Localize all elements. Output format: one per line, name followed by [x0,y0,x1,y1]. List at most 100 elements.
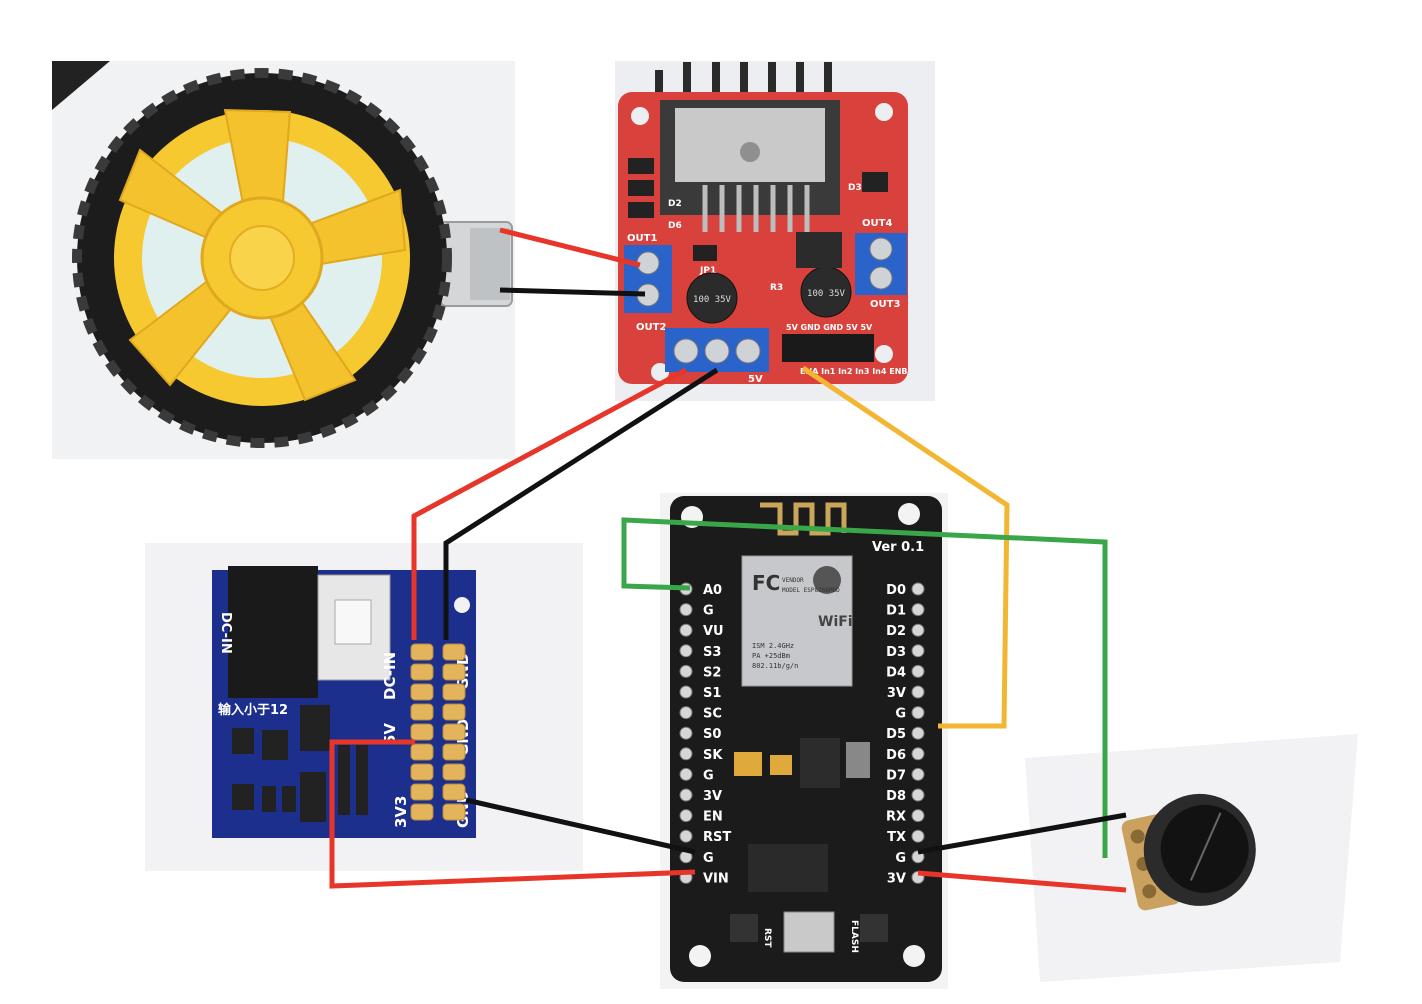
driver-power-screw-gnd [704,338,730,364]
wire-motor-black [499,287,646,297]
nodemcu-pin-label-right: 3V [887,871,906,886]
nodemcu-pin-right [911,603,925,617]
nodemcu-pin-left [679,706,693,720]
nodemcu-chip-wifi: WiFi [818,614,853,630]
nodemcu-pcb-antenna [760,502,847,536]
wire-motor-red [499,227,641,268]
power-header-pin [410,703,434,721]
power-header-pin [410,743,434,761]
nodemcu-pin-label-left: RST [703,830,731,845]
nodemcu-smd-parts [730,738,888,953]
nodemcu-pin-label-right: D5 [886,727,906,742]
driver-capacitor-left [686,272,738,324]
nodemcu-pin-label-left: S3 [703,645,721,660]
nodemcu-pin-label-right: TX [887,830,906,845]
nodemcu-pin-right [911,726,925,740]
power-smd-parts [232,705,368,822]
nodemcu-pin-right [911,664,925,678]
nodemcu-pin-right [911,582,925,596]
nodemcu-pin-label-right: G [895,707,906,722]
power-header-pin [410,783,434,801]
nodemcu-pin-label-left: EN [703,810,723,825]
power-header-pin [442,643,466,661]
power-header-pin [442,783,466,801]
nodemcu-pin-left [679,603,693,617]
driver-label-5v: 5V [748,374,763,385]
nodemcu-pin-label-left: SK [703,748,723,763]
nodemcu-pin-right [911,788,925,802]
wire-nodemcu-3v-to-potentiometer [917,870,1127,893]
power-label-dc-in-side: DC-IN [218,612,233,654]
nodemcu-chip-line2: PA +25dBm [752,652,790,660]
nodemcu-chip-logo [813,566,841,594]
wire-nodemcu-g-to-potentiometer [917,812,1127,855]
driver-mount-hole-br [875,345,893,363]
driver-label-out2: OUT2 [636,322,666,333]
nodemcu-chip-line1: ISM 2.4GHz [752,642,794,650]
nodemcu-pin-label-left: S2 [703,665,721,680]
power-header-pin [410,803,434,821]
power-header-pin [410,763,434,781]
potentiometer-body [1121,793,1256,911]
nodemcu-chip-line3: 802.11b/g/n [752,662,798,670]
wire-power-gnd-to-nodemcu-g [465,797,696,855]
driver-header-bottom-label: ENA In1 In2 In3 In4 ENB [800,367,908,376]
nodemcu-pin-label-left: 3V [703,789,722,804]
power-header-pin [442,743,466,761]
driver-label-d3: D3 [848,183,862,193]
nodemcu-pin-left [679,767,693,781]
driver-power-screw-5v [735,338,761,364]
power-header-pin [410,723,434,741]
power-header-pin [410,643,434,661]
power-header-pin [442,683,466,701]
wheel-tire-tread [72,68,452,448]
power-header-pin [442,723,466,741]
nodemcu-pin-left [679,747,693,761]
wires [329,227,1127,893]
nodemcu-pin-left [679,623,693,637]
nodemcu-pin-label-left: S0 [703,727,721,742]
driver-jumper-jp1 [693,245,717,261]
nodemcu-pin-label-right: D1 [886,604,906,619]
power-mount-hole [454,597,470,613]
nodemcu-version: Ver 0.1 [872,540,924,555]
potentiometer [1025,734,1358,982]
nodemcu-mount-hole-br [903,945,925,967]
driver-chip-screw [740,142,760,162]
nodemcu-pin-label-right: D2 [886,624,906,639]
nodemcu-pin-label-left: SC [703,707,722,722]
power-dc-jack [228,566,318,698]
nodemcu-board: Ver 0.1 FC WiFi VENDOR MODEL ESP8266MOD … [660,493,948,989]
wire-driver-gnd-to-power-gnd [443,367,719,640]
nodemcu-pin-label-left: S1 [703,686,721,701]
nodemcu-pin-label-left: A0 [703,583,722,598]
nodemcu-pin-left [679,829,693,843]
nodemcu-pin-right [911,644,925,658]
nodemcu-rst-button-label: RST [762,928,772,948]
wheel-motor-photo [52,61,515,459]
potentiometer-knob-line [1190,812,1222,881]
power-label-3v3: 3V3 [392,796,410,828]
driver-label-out1: OUT1 [627,233,657,244]
nodemcu-pin-label-right: D4 [886,665,906,680]
driver-mount-hole-tl [631,107,649,125]
nodemcu-pin-right [911,767,925,781]
driver-label-jp1: JP1 [699,266,716,276]
potentiometer-terminal-3 [1142,884,1157,899]
power-input-note: 输入小于12 [218,702,288,718]
wire-nodemcu-a0-to-potentiometer-wiper [621,517,1108,858]
nodemcu-chip-vendor: VENDOR [782,577,804,584]
nodemcu-pin-label-left: VIN [703,871,729,886]
driver-label-d6: D6 [668,221,682,231]
nodemcu-mount-hole-tr [898,503,920,525]
power-header-pin [442,763,466,781]
nodemcu-pin-left [679,664,693,678]
wire-driver-ena-to-nodemcu-d5 [801,365,1010,729]
driver-power-screw-12v [673,338,699,364]
driver-regulator [796,232,842,268]
nodemcu-pin-label-right: D3 [886,645,906,660]
wire-driver-12v-to-power-dcin [411,367,688,640]
power-label-dc-in: DC-IN [381,652,399,700]
